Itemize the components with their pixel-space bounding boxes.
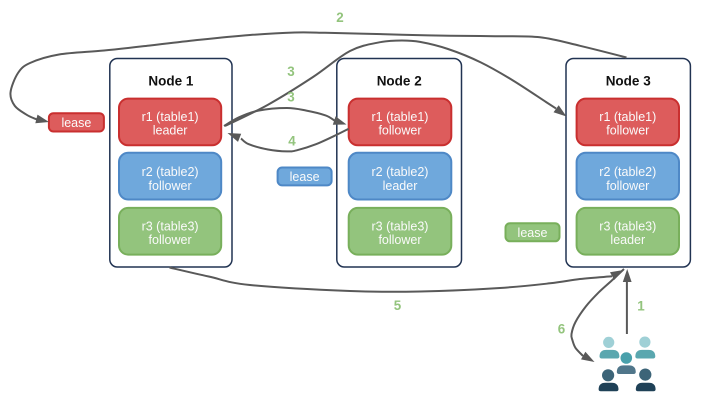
svg-text:r3 (table3): r3 (table3) — [599, 219, 656, 233]
svg-text:r2 (table2): r2 (table2) — [372, 165, 429, 179]
svg-text:r3 (table3): r3 (table3) — [372, 219, 429, 233]
svg-text:Node 3: Node 3 — [606, 74, 652, 89]
svg-text:r2 (table2): r2 (table2) — [599, 165, 656, 179]
svg-text:follower: follower — [606, 124, 649, 138]
svg-text:r3 (table3): r3 (table3) — [142, 219, 199, 233]
svg-text:r2 (table2): r2 (table2) — [142, 165, 199, 179]
svg-text:lease: lease — [61, 116, 91, 130]
svg-text:leader: leader — [153, 124, 188, 138]
svg-text:leader: leader — [610, 233, 645, 247]
svg-text:3: 3 — [287, 90, 294, 105]
svg-text:5: 5 — [394, 298, 402, 313]
svg-text:1: 1 — [637, 299, 645, 314]
svg-text:Node 2: Node 2 — [377, 74, 422, 89]
svg-text:lease: lease — [290, 170, 320, 184]
svg-text:4: 4 — [288, 134, 296, 149]
svg-text:leader: leader — [383, 179, 418, 193]
svg-text:Node 1: Node 1 — [148, 74, 194, 89]
svg-text:3: 3 — [287, 64, 294, 79]
svg-text:6: 6 — [558, 322, 565, 337]
svg-text:follower: follower — [378, 233, 421, 247]
svg-text:follower: follower — [606, 179, 649, 193]
svg-text:follower: follower — [378, 124, 421, 138]
svg-text:r1 (table1): r1 (table1) — [142, 110, 199, 124]
svg-text:r1 (table1): r1 (table1) — [372, 110, 429, 124]
svg-text:follower: follower — [149, 179, 192, 193]
svg-text:r1 (table1): r1 (table1) — [599, 110, 656, 124]
svg-text:follower: follower — [149, 233, 192, 247]
svg-text:2: 2 — [336, 10, 343, 25]
svg-text:lease: lease — [518, 226, 548, 240]
